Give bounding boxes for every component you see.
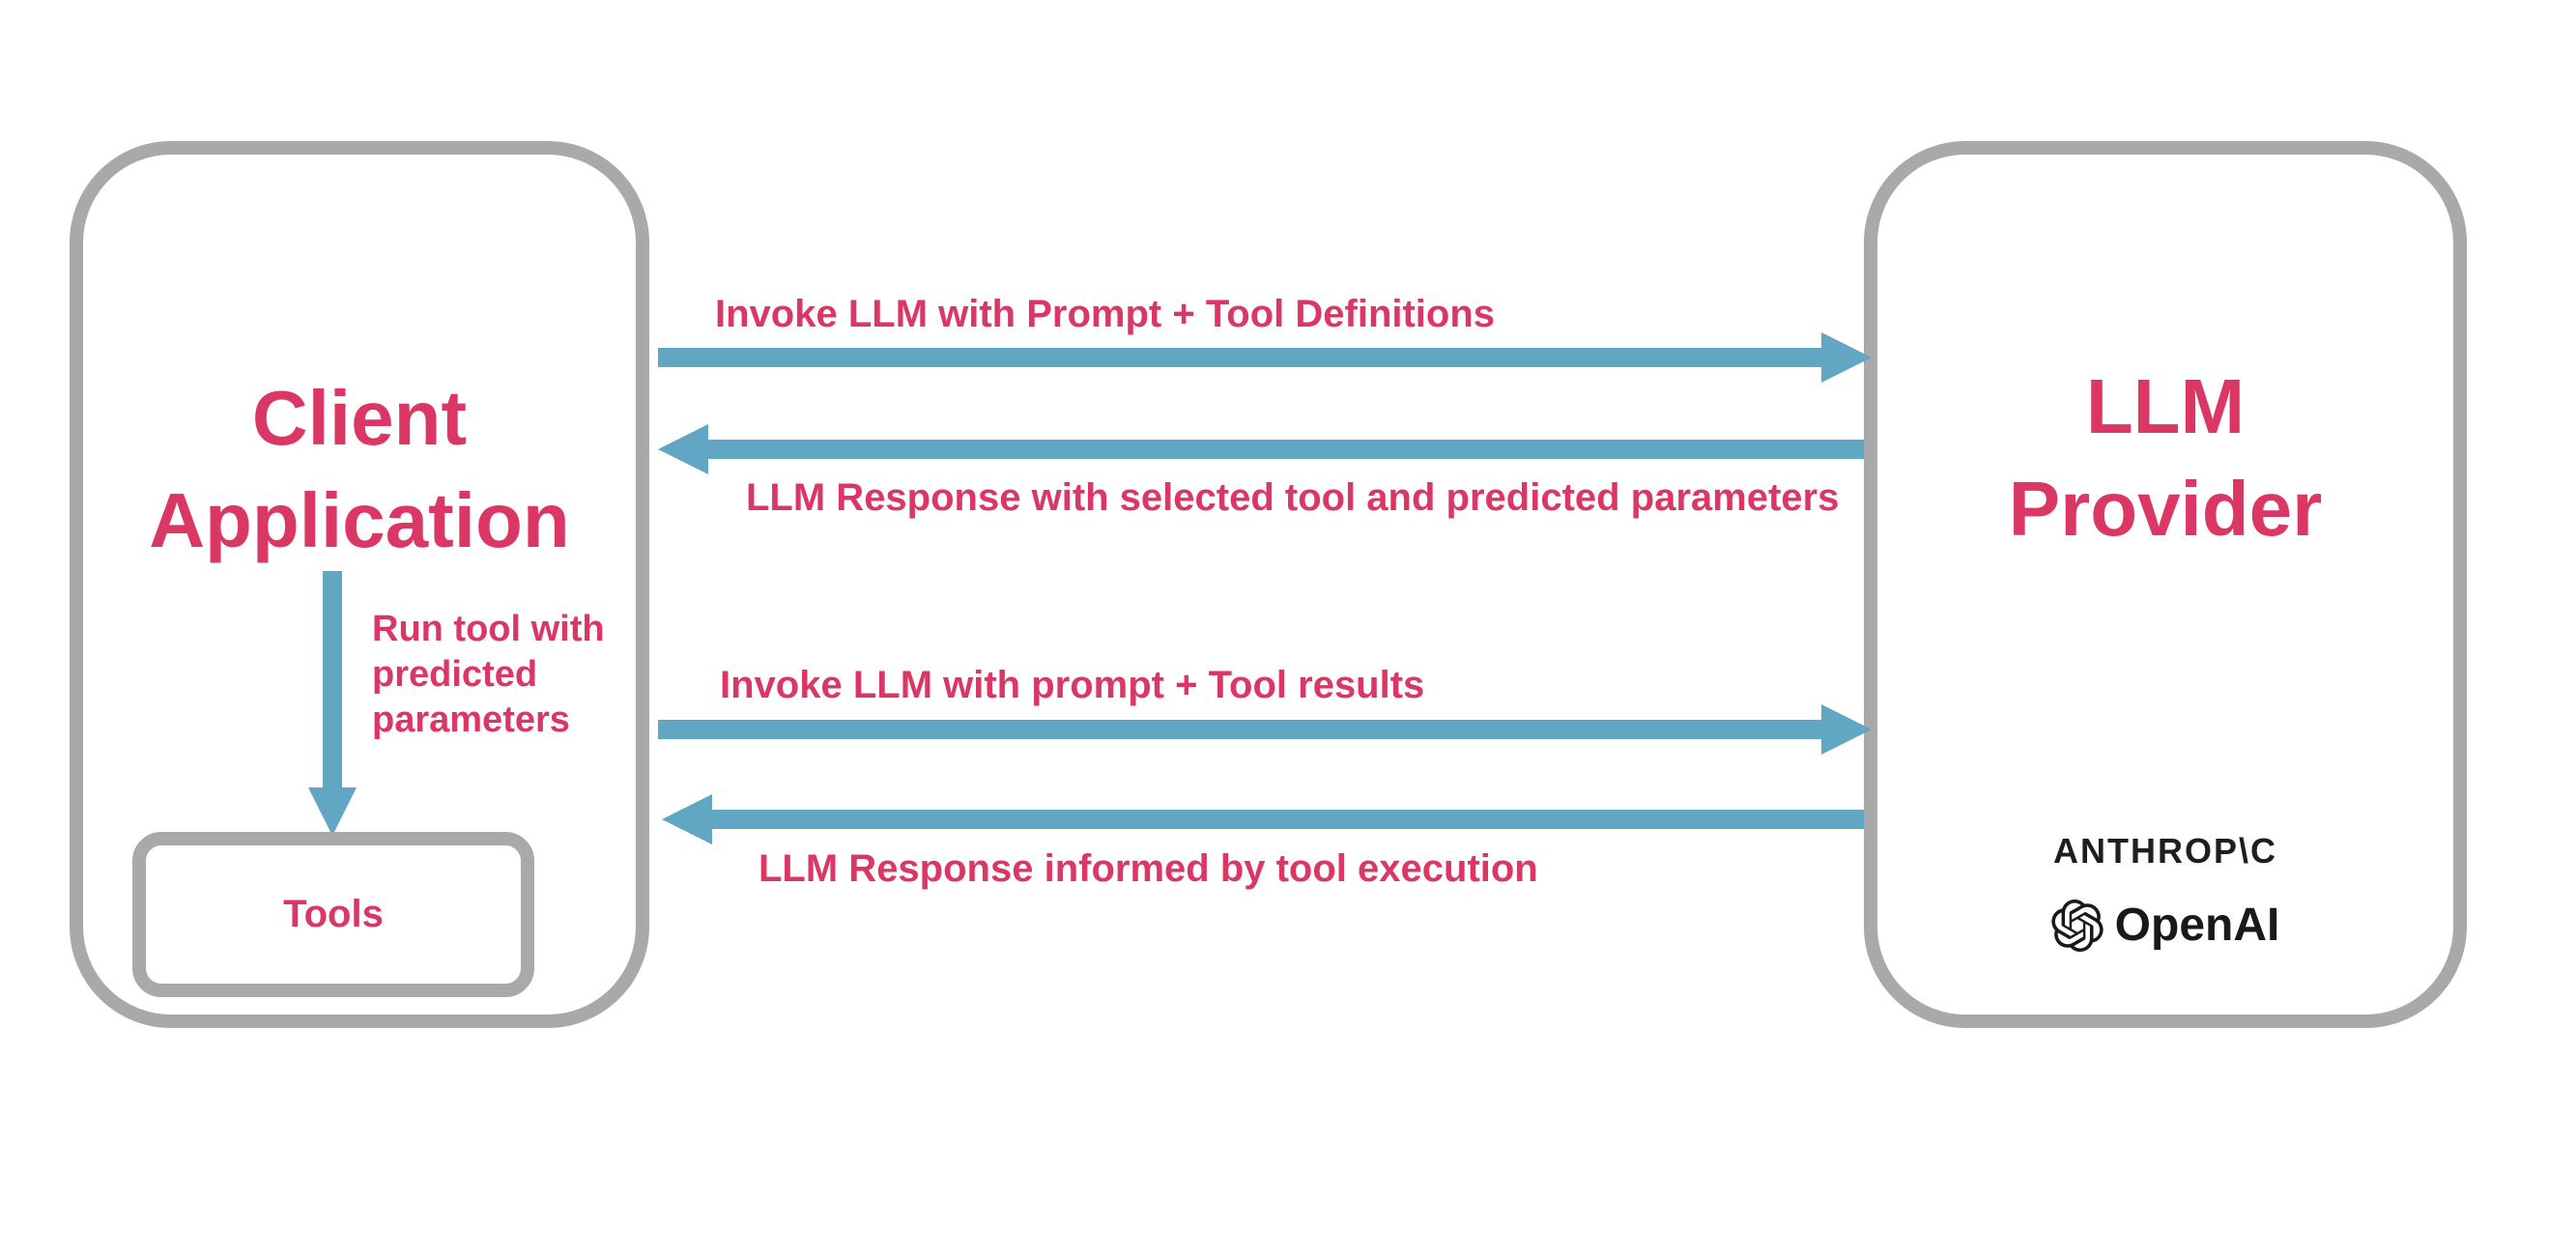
anthropic-logo: ANTHROP\C: [2053, 831, 2277, 871]
llm-provider-title: LLM Provider: [1864, 356, 2467, 560]
arrow-left-icon: [662, 794, 712, 844]
message-4-label: LLM Response informed by tool execution: [758, 847, 1538, 890]
client-title-line-2: Application: [149, 477, 570, 563]
openai-flower-icon: [2051, 899, 2104, 952]
client-application-title: Client Application: [70, 367, 649, 572]
provider-title-line-2: Provider: [2008, 466, 2323, 552]
arrow-right-icon: [1821, 332, 1872, 383]
message-2-arrow-shaft: [708, 440, 1864, 459]
arrow-right-icon: [1821, 704, 1872, 755]
run-tool-label-line-1: Run tool with: [372, 609, 605, 649]
arrow-down-icon: [308, 787, 357, 836]
message-3-arrow-shaft: [658, 720, 1821, 739]
message-3-label: Invoke LLM with prompt + Tool results: [720, 664, 1425, 706]
arrow-left-icon: [658, 424, 708, 474]
message-1-label: Invoke LLM with Prompt + Tool Definition…: [715, 293, 1496, 335]
tools-box: Tools: [132, 832, 534, 997]
openai-wordmark: OpenAI: [2114, 900, 2280, 951]
tools-label: Tools: [283, 893, 384, 935]
provider-title-line-1: LLM: [2085, 363, 2246, 449]
run-tool-arrow-shaft: [323, 571, 342, 787]
llm-provider-box: [1864, 141, 2467, 1028]
openai-logo: OpenAI: [1864, 899, 2467, 952]
message-2-label: LLM Response with selected tool and pred…: [746, 476, 1840, 519]
run-tool-label: Run tool with predicted parameters: [372, 607, 605, 743]
run-tool-label-line-3: parameters: [372, 700, 570, 740]
message-4-arrow-shaft: [712, 810, 1864, 829]
client-title-line-1: Client: [251, 375, 468, 461]
message-1-arrow-shaft: [658, 348, 1821, 367]
run-tool-label-line-2: predicted: [372, 654, 538, 695]
